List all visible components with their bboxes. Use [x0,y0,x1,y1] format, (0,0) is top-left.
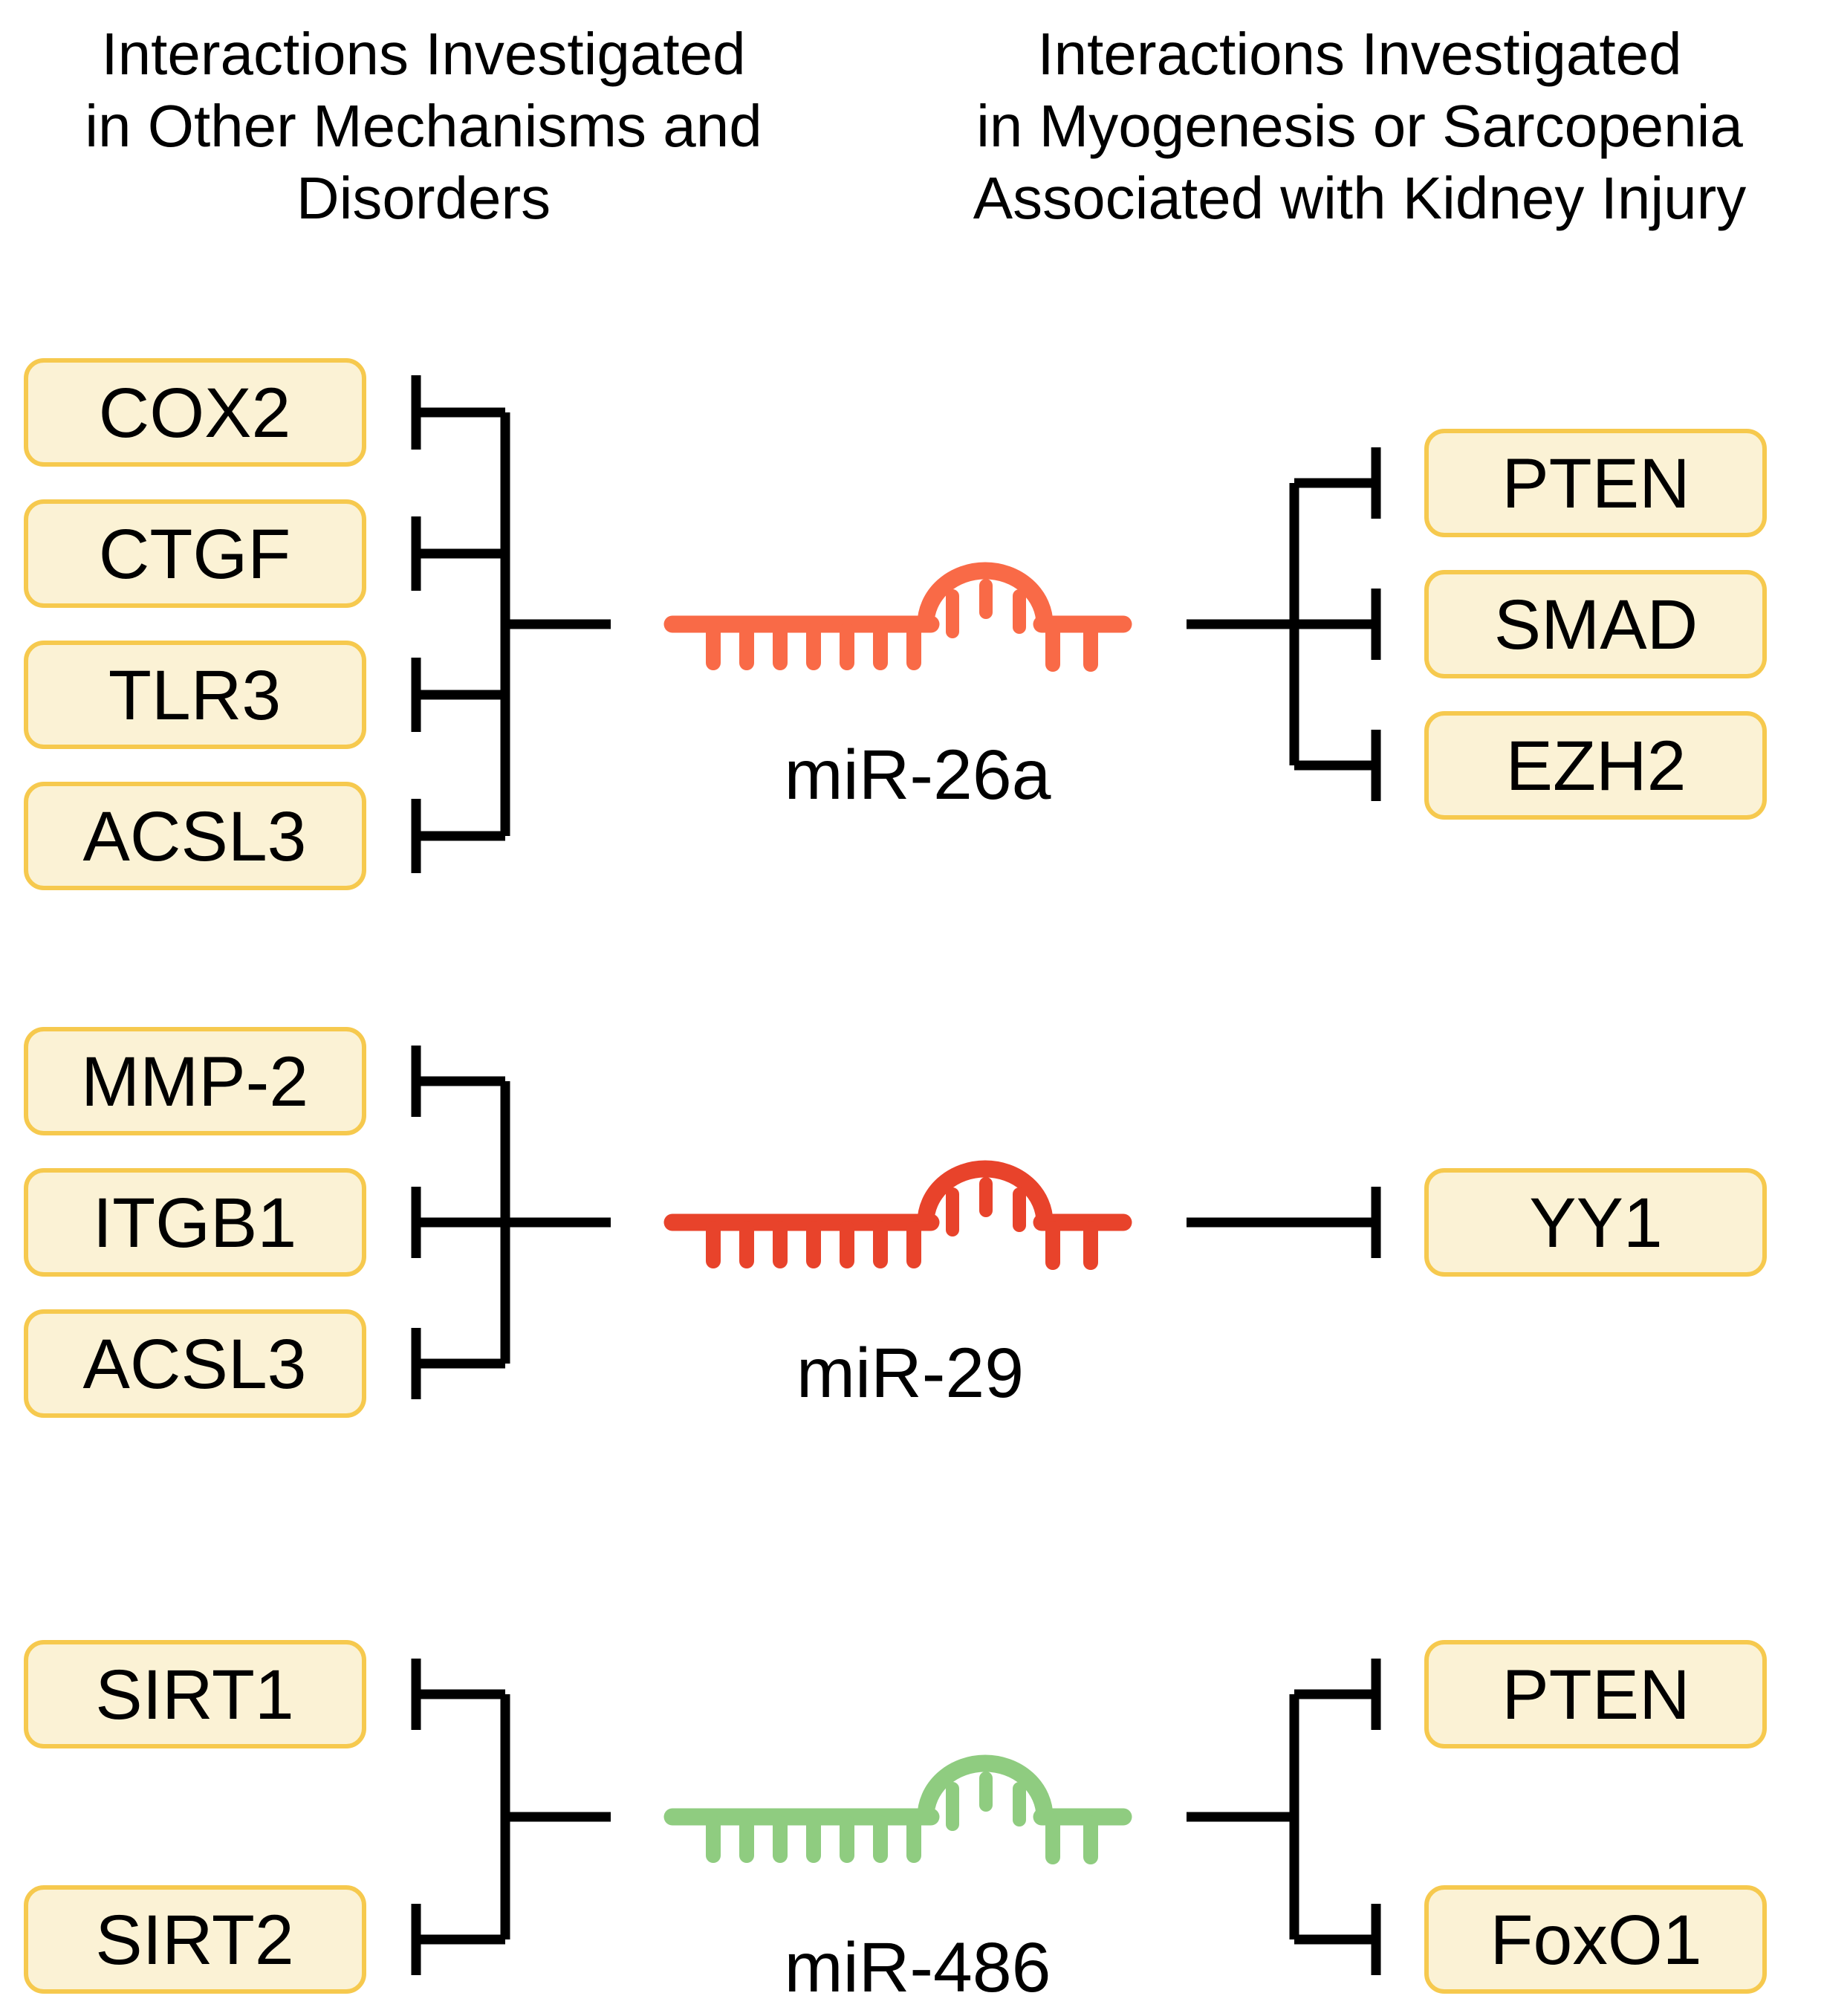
gene-box-sirt1 [24,1640,366,1748]
gene-box-yy1 [1424,1168,1767,1277]
left-header-line2: in Other Mechanisms and [85,93,762,159]
inhibition-lines-right-mir26a [1187,447,1381,801]
mirna-structure-mir486 [663,1754,1132,1864]
mirna-label-mir486: miR-486 [785,1928,1051,2007]
gene-label-acsl3-r1: ACSL3 [82,797,306,876]
inhibition-lines-right-mir29 [1187,1187,1381,1258]
gene-label-pten-r1: PTEN [1502,444,1690,523]
gene-label-mmp2: MMP-2 [81,1043,308,1121]
row-mir29: MMP-2 ITGB1 ACSL3 miR-29 YY1 [24,1027,1767,1418]
mirna-label-mir29: miR-29 [796,1334,1024,1413]
left-header-line1: Interactions Investigated [101,21,745,87]
gene-label-ezh2: EZH2 [1506,727,1687,806]
gene-label-cox2: COX2 [99,374,291,453]
right-header-line2: in Myogenesis or Sarcopenia [976,93,1743,159]
gene-box-ezh2 [1424,711,1767,820]
gene-label-pten-r3: PTEN [1502,1656,1690,1734]
gene-box-smad [1424,570,1767,678]
gene-box-pten-r3 [1424,1640,1767,1748]
gene-box-sirt2 [24,1885,366,1994]
gene-label-sirt2: SIRT2 [95,1901,294,1980]
gene-label-smad: SMAD [1494,586,1698,664]
inhibition-lines-left-mir29 [411,1046,611,1399]
mirna-structure-mir26a [663,562,1132,672]
gene-box-cox2 [24,358,366,467]
mirna-label-mir26a: miR-26a [785,736,1051,814]
right-header-line3: Associated with Kidney Injury [973,165,1747,231]
gene-box-acsl3-r2 [24,1309,366,1418]
gene-box-mmp2 [24,1027,366,1135]
gene-label-tlr3: TLR3 [108,656,281,735]
gene-box-pten-r1 [1424,429,1767,537]
inhibition-lines-left-mir26a [411,375,611,873]
left-header-line3: Disorders [296,165,551,231]
row-mir486: SIRT1 SIRT2 miR-486 PTEN FoxO1 [24,1640,1767,2007]
inhibition-lines-left-mir486 [411,1659,611,1975]
right-column-header: Interactions Investigated in Myogenesis … [973,21,1747,231]
gene-label-sirt1: SIRT1 [95,1656,294,1734]
gene-box-foxo1 [1424,1885,1767,1994]
gene-label-itgb1: ITGB1 [93,1184,297,1263]
left-column-header: Interactions Investigated in Other Mecha… [85,21,762,231]
gene-label-foxo1: FoxO1 [1490,1901,1701,1980]
gene-label-acsl3-r2: ACSL3 [82,1325,306,1404]
mirna-structure-mir29 [663,1160,1132,1270]
gene-label-ctgf: CTGF [99,515,291,594]
gene-box-acsl3-r1 [24,782,366,890]
right-header-line1: Interactions Investigated [1037,21,1681,87]
gene-box-itgb1 [24,1168,366,1277]
row-mir26a: COX2 CTGF TLR3 ACSL3 miR-26a PTEN SMAD E… [24,358,1767,890]
gene-box-tlr3 [24,641,366,749]
gene-box-ctgf [24,499,366,608]
inhibition-lines-right-mir486 [1187,1659,1381,1975]
gene-label-yy1: YY1 [1529,1184,1663,1263]
